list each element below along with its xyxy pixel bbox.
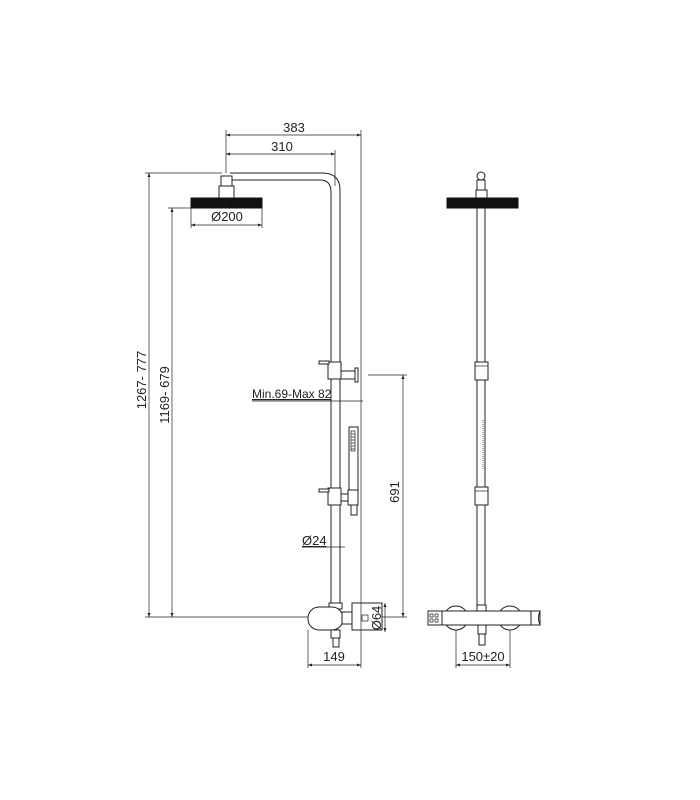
upper-slider xyxy=(318,360,359,383)
lower-slider-front xyxy=(474,486,489,506)
dim-total-height: 1267- 777 xyxy=(134,351,149,410)
column-pipe xyxy=(476,204,486,606)
dim-wall-distance: Min.69-Max 82 xyxy=(252,387,332,401)
mixer-side xyxy=(307,602,383,648)
dim-149: 149 xyxy=(323,649,345,664)
shower-head xyxy=(190,197,263,209)
dim-pipe-diameter: Ø24 xyxy=(302,533,327,548)
head-joint xyxy=(218,185,235,199)
dim-691: 691 xyxy=(387,481,402,503)
head-connector xyxy=(220,175,233,187)
dim-head-height: 1169- 679 xyxy=(157,366,172,424)
lower-slider xyxy=(318,487,359,506)
dim-383: 383 xyxy=(283,120,305,135)
dim-310: 310 xyxy=(271,139,293,154)
dim-inlet-spacing: 150±20 xyxy=(461,649,504,664)
front-view: 150±20 xyxy=(427,171,541,668)
mixer-front xyxy=(427,604,541,646)
head-knob xyxy=(476,171,486,181)
shower-head-front xyxy=(446,197,519,209)
shower-arm xyxy=(230,172,341,606)
dim-mixer-diameter: Ø64 xyxy=(369,606,384,631)
side-view: 383 310 Ø200 1267- 777 1169- 679 Min.69-… xyxy=(134,120,407,668)
dim-head-diameter: Ø200 xyxy=(211,209,243,224)
upper-slider-front xyxy=(474,361,489,381)
